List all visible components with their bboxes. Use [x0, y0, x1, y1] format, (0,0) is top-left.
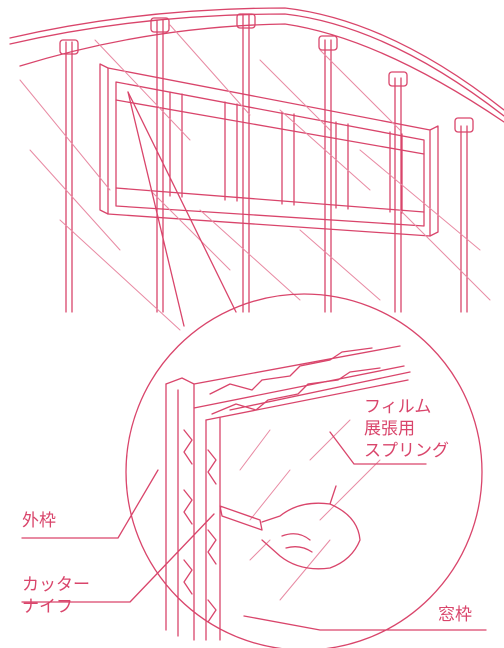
label-film-spring-line-2: 展張用	[364, 419, 415, 439]
film-hatch	[239, 419, 381, 601]
leader-lines	[21, 431, 487, 631]
label-cutter-knife-line-1: カッター	[22, 575, 90, 595]
label-cutter-knife-line-2: ナイフ	[22, 597, 73, 617]
magnified-circle	[125, 293, 483, 648]
label-cutter-knife: カッター ナイフ	[22, 574, 90, 618]
label-window-frame: 窓枠	[438, 605, 472, 625]
window-frame	[99, 63, 439, 237]
callout-lines	[127, 91, 237, 327]
magnified-frame-detail	[165, 345, 411, 641]
label-film-spring-line-1: フィルム	[364, 397, 432, 417]
label-film-spring: フィルム 展張用 スプリング	[364, 396, 449, 462]
greenhouse-posts	[59, 13, 474, 313]
label-outer-frame: 外枠	[22, 511, 56, 531]
hatch-lines	[19, 24, 491, 331]
hand-with-cutter	[219, 485, 361, 570]
greenhouse-roof	[9, 7, 504, 123]
label-film-spring-line-3: スプリング	[364, 441, 449, 461]
